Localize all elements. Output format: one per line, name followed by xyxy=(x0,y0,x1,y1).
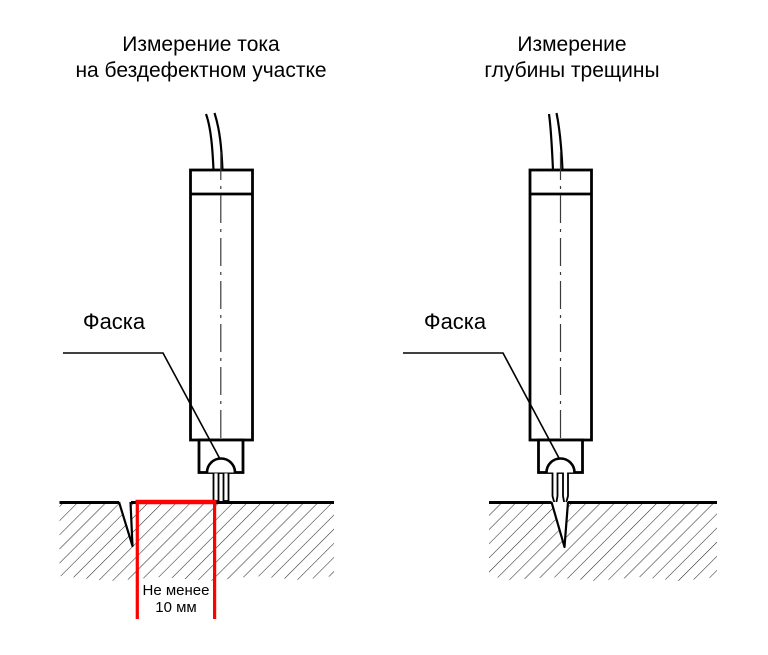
probe-diagram-left xyxy=(59,112,334,619)
probe-electrodes xyxy=(212,471,230,502)
chamfer-leader-line xyxy=(403,352,561,460)
chamfer-label-left: Фаска xyxy=(82,309,146,334)
min-distance-label: Не менее 10 мм xyxy=(142,582,210,616)
chamfer-label-right: Фаска xyxy=(423,309,487,334)
probe-tip-dome xyxy=(205,457,237,473)
min-distance-line2: 10 мм xyxy=(155,598,197,616)
cable-wires-icon xyxy=(547,112,564,171)
left-panel-title: Измерение тока на бездефектном участке xyxy=(75,32,326,84)
probe-electrodes xyxy=(551,472,569,508)
right-panel-title: Измерение глубины трещины xyxy=(484,32,659,84)
cable-wires-icon xyxy=(204,112,224,171)
probe-diagram-right xyxy=(403,112,717,581)
surface-hatching xyxy=(489,504,717,581)
min-width-marker xyxy=(135,499,217,619)
right-title-line2: глубины трещины xyxy=(484,59,660,82)
right-title-line1: Измерение xyxy=(517,33,627,56)
surface-hatching xyxy=(59,504,334,581)
probe-body xyxy=(189,168,254,442)
crack xyxy=(550,501,570,549)
probe-tip-dome xyxy=(545,457,576,473)
min-distance-line1: Не менее xyxy=(142,582,210,599)
crack xyxy=(117,501,134,548)
chamfer-leader-line xyxy=(63,352,221,460)
left-title-line2: на бездефектном участке xyxy=(75,59,327,82)
left-title-line1: Измерение тока xyxy=(122,33,280,56)
